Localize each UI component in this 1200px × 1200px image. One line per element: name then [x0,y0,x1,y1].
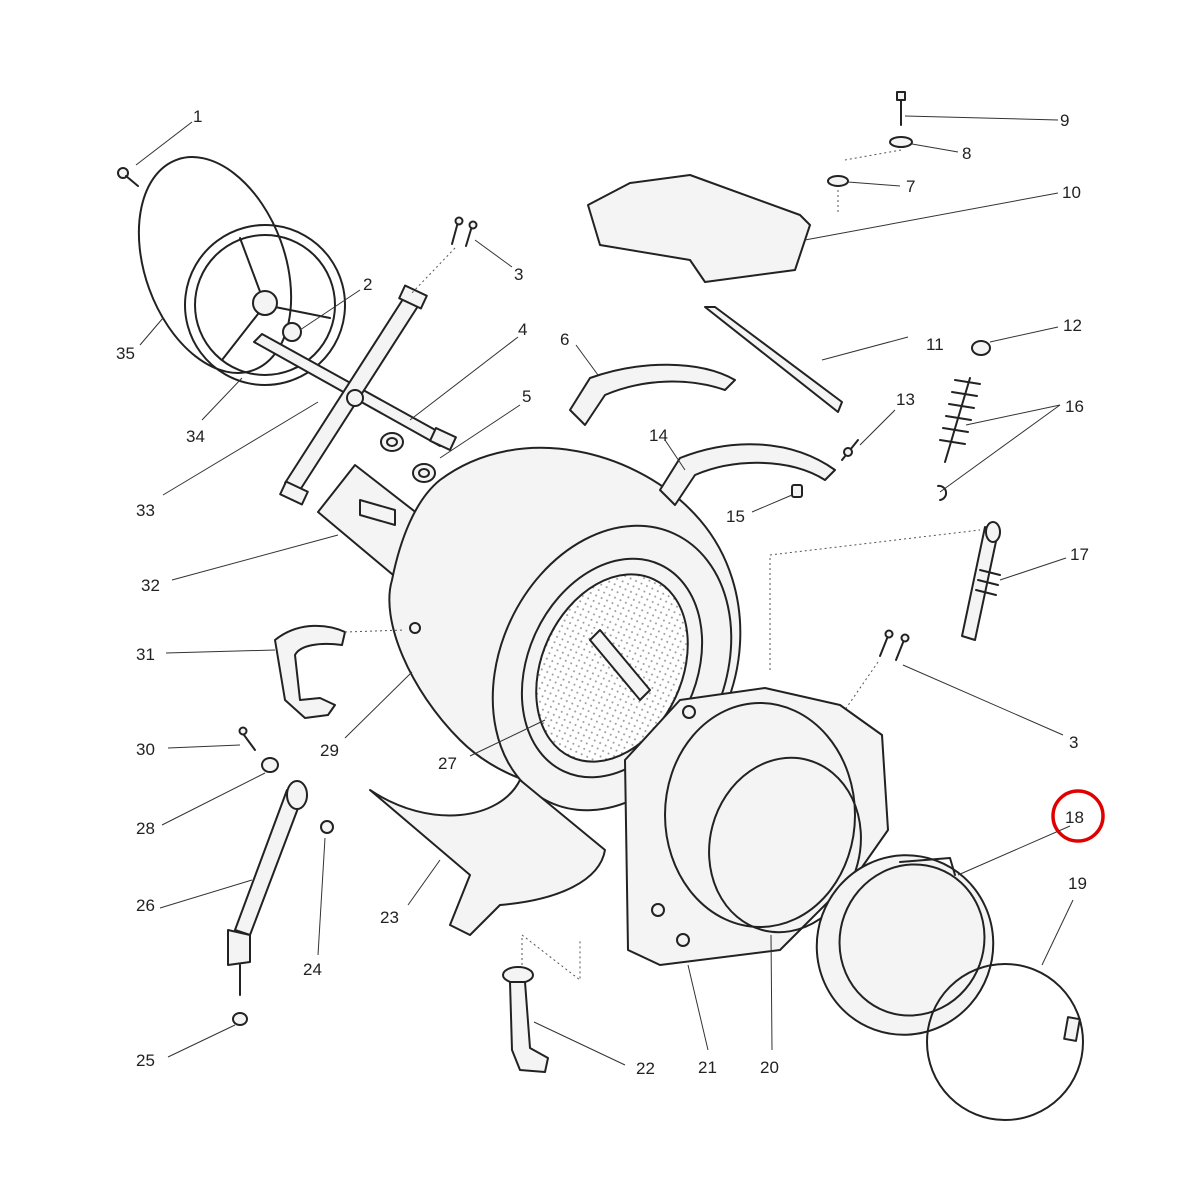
label-33: 33 [136,501,155,520]
part-26-shock-absorber [227,780,308,996]
part-11-strip [704,306,843,413]
part-34-pulley [184,224,346,386]
label-35: 35 [116,344,135,363]
label-22: 22 [636,1059,655,1078]
label-5: 5 [522,387,531,406]
part-24-nut [320,820,334,834]
part-12-cap [971,340,991,356]
label-34: 34 [186,427,205,446]
part-35-drive-belt [137,156,293,374]
label-8: 8 [962,144,971,163]
part-28-washer [261,757,279,773]
label-2: 2 [363,275,372,294]
part-22-hose [502,933,581,1073]
part-3-screws-right [837,629,910,721]
label-9: 9 [1060,111,1069,130]
part-1-screw [117,167,139,187]
label-27: 27 [438,754,457,773]
part-23-lower-shell [369,779,606,936]
part-4-5-bearings [380,432,436,483]
label-26: 26 [136,896,155,915]
part-19-clamp-ring [926,963,1084,1121]
label-3: 3 [514,265,523,284]
label-15: 15 [726,507,745,526]
part-30-bolt [238,726,256,751]
part-13-connector [841,439,859,461]
label-31: 31 [136,645,155,664]
label-7: 7 [906,177,915,196]
label-21: 21 [698,1058,717,1077]
part-25-nut [232,1012,248,1026]
label-17: 17 [1070,545,1089,564]
label-30: 30 [136,740,155,759]
label-11: 11 [926,335,944,354]
label-32: 32 [141,576,160,595]
label-14: 14 [649,426,668,445]
part-14-strap [659,443,836,506]
label-13: 13 [896,390,915,409]
label-1: 1 [193,107,202,126]
label-12: 12 [1063,316,1082,335]
label-6: 6 [560,330,569,349]
part-33-drum-spider [253,284,457,506]
part-27-drum [535,573,689,763]
label-10: 10 [1062,183,1081,202]
part-10-cover [587,174,811,283]
label-19: 19 [1068,874,1087,893]
label-25: 25 [136,1051,155,1070]
part-9-8-7-bolt-washers [827,91,913,215]
label-4: 4 [518,320,527,339]
part-15-clip [791,484,803,498]
label-28: 28 [136,819,155,838]
highlight-circle-part-18 [1051,789,1105,843]
label-3-right: 3 [1069,733,1078,752]
part-6-strap [569,363,736,426]
part-17-damper [961,521,1001,641]
label-24: 24 [303,960,322,979]
part-18-door-seal [815,854,995,1036]
part-3-screws-top [409,216,478,296]
label-29: 29 [320,741,339,760]
label-23: 23 [380,908,399,927]
label-20: 20 [760,1058,779,1077]
part-21-front-panel [624,687,889,966]
part-20-ring [708,756,862,934]
part-16-spring [937,377,981,501]
part-31-hose [274,624,406,719]
callout-labels: 1 2 3 4 5 6 7 8 9 10 11 12 13 14 15 16 1… [116,107,1089,1078]
leader-lines [135,115,1074,1066]
label-16: 16 [1065,397,1084,416]
label-18: 18 [1065,808,1084,827]
